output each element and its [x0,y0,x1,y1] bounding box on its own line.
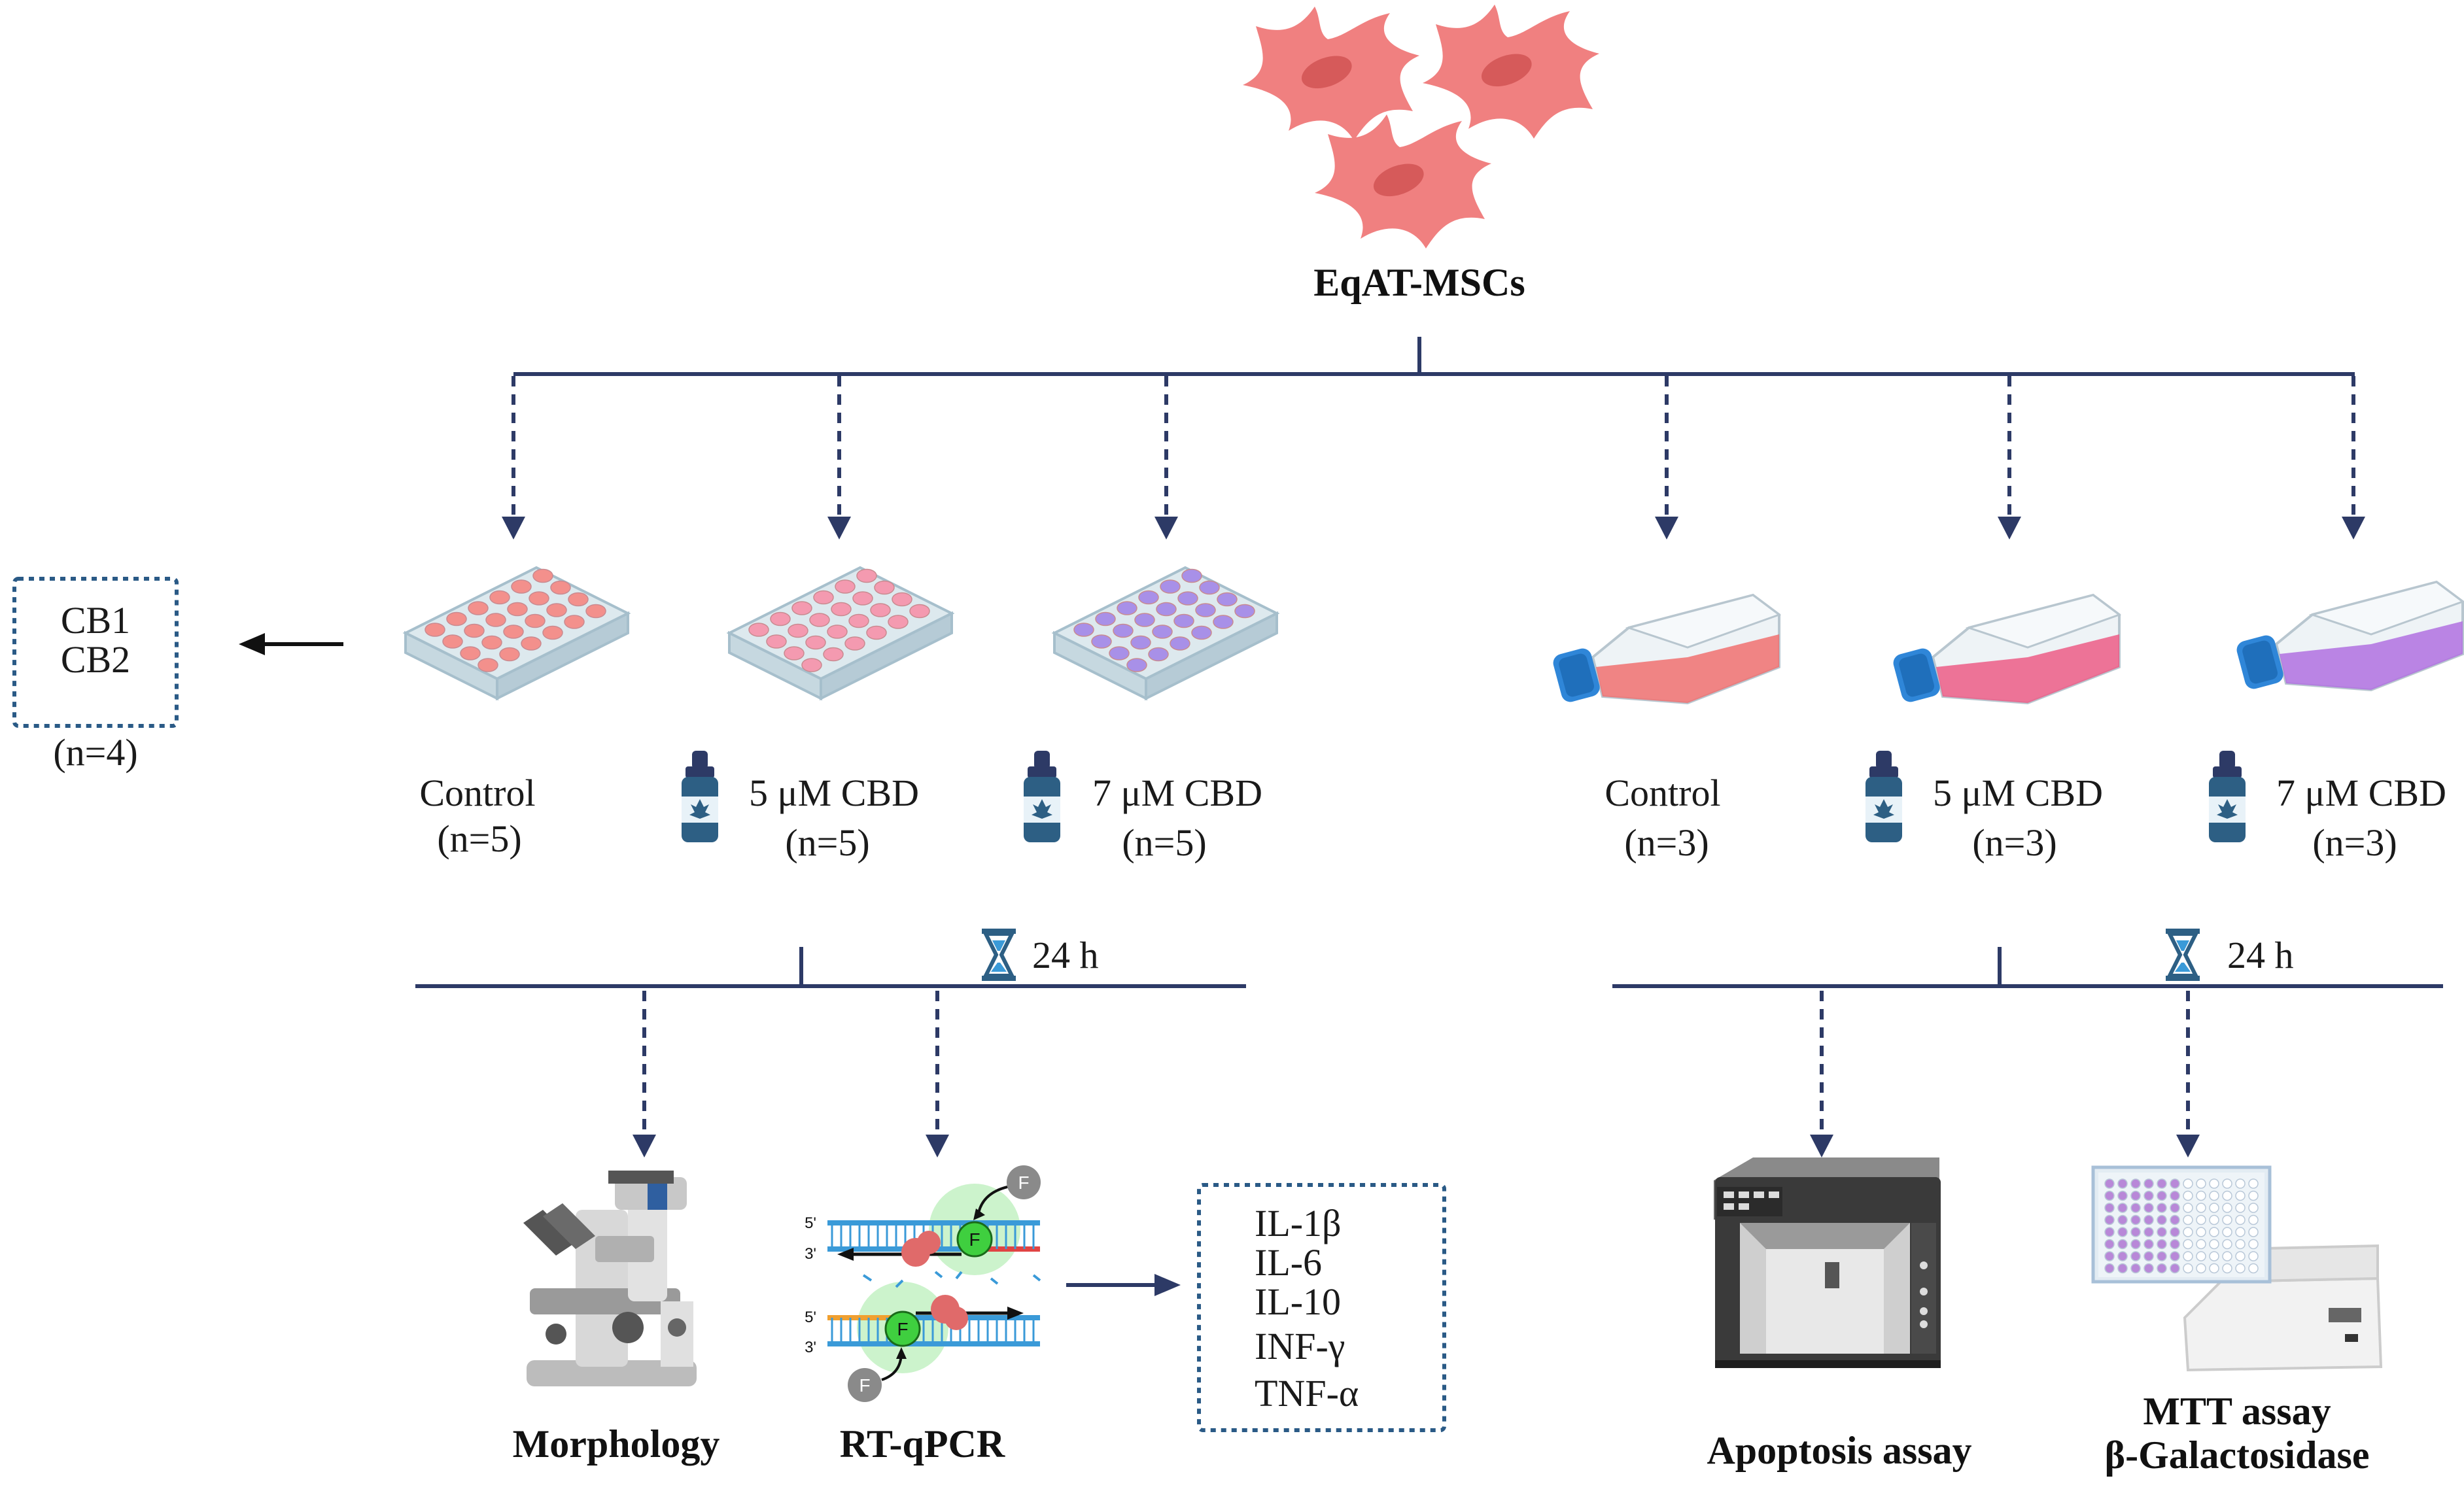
apoptosis-label: Apoptosis assay [1707,1429,1971,1472]
left-group-3-name: 7 μM CBD [1092,772,1262,814]
right-group-2-name: 5 μM CBD [1933,772,2103,814]
assay-arrow-head [926,1135,949,1157]
gene-label: IL-10 [1255,1280,1341,1323]
gene-label: TNF-α [1255,1372,1359,1414]
flow-cytometer-icon [1714,1157,1941,1368]
group-arrows [502,376,2365,540]
right-group-1-n: (n=3) [1624,821,1709,864]
source-label: EqAT-MSCs [1313,261,1525,304]
five-prime-label: 5' [805,1214,816,1232]
receptor-cb1-label: CB1 [61,599,130,642]
morphology-label: Morphology [513,1422,720,1465]
assay-arrow-head [1810,1135,1833,1157]
group-arrow-head [1154,517,1178,540]
five-prime-label: 5' [805,1309,816,1326]
assay-arrows [633,991,2200,1157]
right-group-1-name: Control [1605,772,1720,814]
gene-label: IL-6 [1255,1241,1322,1284]
cbd-bottle-icon [682,751,718,842]
culture-flask [1553,593,1782,705]
hourglass-icon [2166,929,2200,981]
receptor-n-label: (n=4) [53,731,137,774]
assay-arrow-head [2176,1135,2200,1157]
assay-arrow-head [633,1135,656,1157]
well-plate-24 [726,566,955,701]
fluor-label: F [859,1375,870,1396]
rt-qpcr-label: RT-qPCR [840,1422,1005,1465]
microscope-icon [523,1171,697,1386]
left-group-1-n: (n=5) [437,817,521,860]
culture-flask [2236,580,2464,692]
msc-cell [1315,114,1491,248]
group-arrow-head [827,517,851,540]
flasks-group [1553,580,2464,705]
cbd-bottle-icon [1024,751,1060,842]
left-group-3-n: (n=5) [1122,821,1206,864]
three-prime-label: 3' [805,1339,816,1356]
group-arrow-head [1998,517,2021,540]
plates-group [402,566,1280,701]
fluor-label: F [897,1319,908,1339]
left-group-2-n: (n=5) [785,821,869,864]
msc-cell [1423,5,1599,139]
left-group-2-name: 5 μM CBD [749,772,919,814]
96-well-plate-icon [2091,1165,2272,1284]
well-plate-24 [1051,566,1280,701]
genes-arrow-head [1154,1274,1181,1296]
receptor-box [12,577,179,728]
right-timer-label: 24 h [2227,934,2294,976]
right-group-2-n: (n=3) [1972,821,2056,864]
receptor-cb2-label: CB2 [61,638,130,681]
hourglass-icon [982,929,1016,981]
msc-cells-illustration [1243,5,1599,248]
right-group-3-n: (n=3) [2312,821,2397,864]
group-labels: Control (n=5) 5 μM CBD (n=5) 7 μM CBD (n… [419,751,2446,864]
gene-label: INF-γ [1255,1325,1345,1367]
msc-cell [1243,7,1419,141]
fluor-label: F [1018,1173,1029,1193]
well-plate-24 [402,566,631,701]
cbd-bottle-icon [2209,751,2246,842]
mtt-label: MTT assay [2143,1390,2331,1433]
fluor-label: F [969,1229,980,1250]
group-arrow-head [2342,517,2365,540]
left-group-1-name: Control [419,772,535,814]
rt-qpcr-illustration: F F 5' 3' F F 5' 3' [805,1165,1041,1402]
group-arrow-head [502,517,525,540]
beta-gal-label: β-Galactosidase [2105,1433,2370,1477]
cbd-bottle-icon [1865,751,1902,842]
group-arrow-head [1655,517,1678,540]
culture-flask [1893,593,2122,705]
genes-box [1197,1183,1446,1432]
right-group-3-name: 7 μM CBD [2276,772,2446,814]
gene-label: IL-1β [1255,1202,1342,1244]
receptor-arrow-head [239,633,265,655]
left-timer-label: 24 h [1032,934,1099,976]
three-prime-label: 3' [805,1245,816,1263]
